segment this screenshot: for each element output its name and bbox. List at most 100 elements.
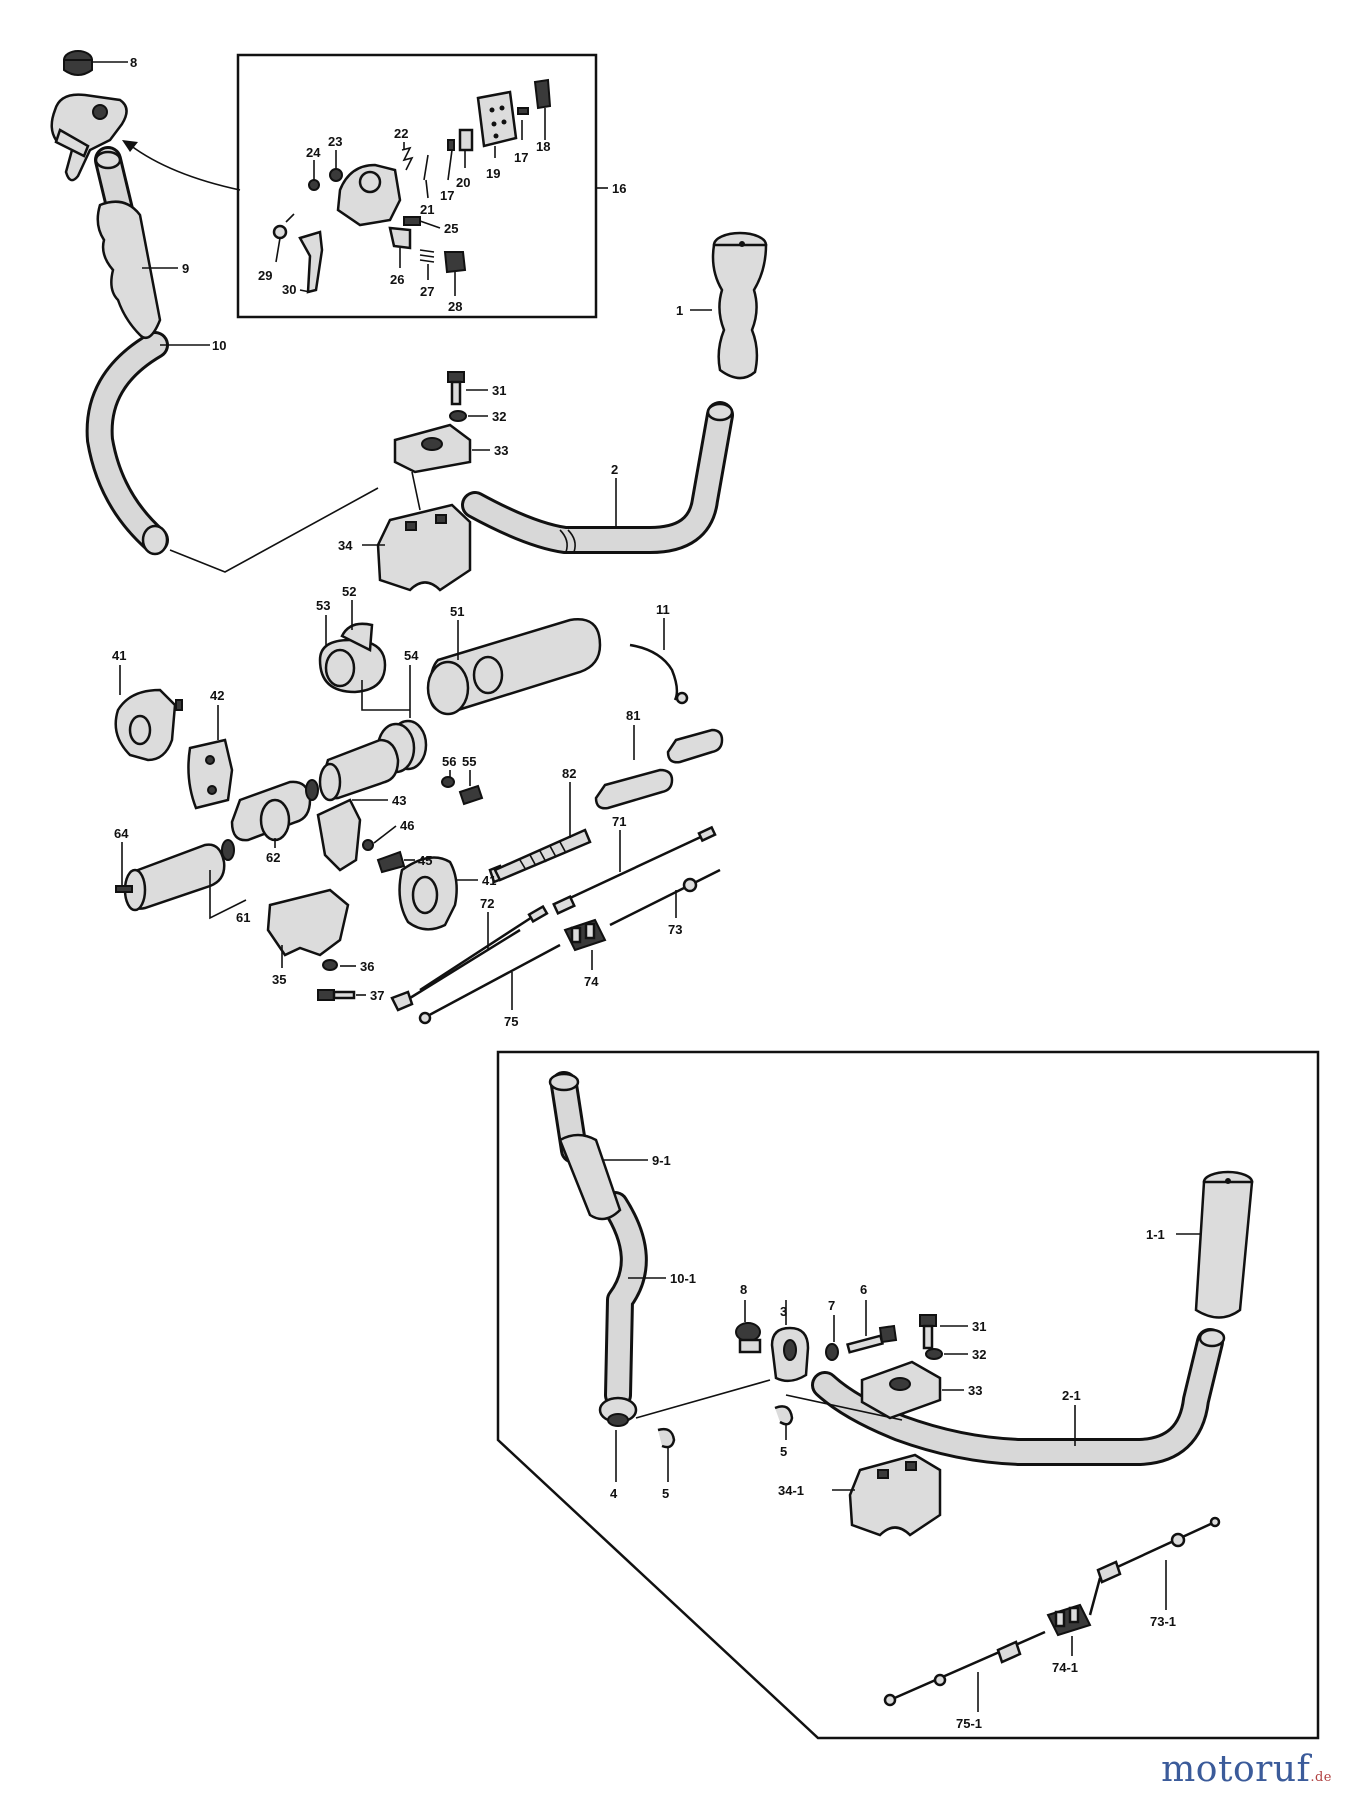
label-74-1: 74-1 — [1052, 1660, 1078, 1675]
label-27: 27 — [420, 284, 434, 299]
label-32b: 32 — [972, 1347, 986, 1362]
part-32-washer — [449, 410, 467, 422]
label-7: 7 — [828, 1298, 835, 1313]
part-74-junction — [563, 918, 607, 952]
label-18: 18 — [536, 139, 550, 154]
label-56: 56 — [442, 754, 456, 769]
inset-parts — [272, 78, 552, 294]
part-37-screw — [317, 989, 356, 1001]
part-1-1-grip — [1194, 1170, 1254, 1319]
part-8-knob — [63, 50, 93, 76]
part-36-washer — [322, 959, 338, 971]
label-41b: 41 — [482, 873, 496, 888]
label-28: 28 — [448, 299, 462, 314]
part-75-1-cable — [883, 1630, 1046, 1707]
label-32: 32 — [492, 409, 506, 424]
label-62: 62 — [266, 850, 280, 865]
part-71-cable — [552, 825, 717, 915]
label-26: 26 — [390, 272, 404, 287]
label-82: 82 — [562, 766, 576, 781]
label-43: 43 — [392, 793, 406, 808]
part-1-grip — [711, 231, 768, 380]
label-22: 22 — [394, 126, 408, 141]
label-55: 55 — [462, 754, 476, 769]
label-61: 61 — [236, 910, 250, 925]
label-36: 36 — [360, 959, 374, 974]
label-75-1: 75-1 — [956, 1716, 982, 1731]
label-34-1: 34-1 — [778, 1483, 804, 1498]
label-64: 64 — [114, 826, 129, 841]
label-73: 73 — [668, 922, 682, 937]
part-labels: 8 9 10 16 18 17 19 20 17 21 22 23 24 25 … — [112, 55, 1176, 1731]
label-6: 6 — [860, 1282, 867, 1297]
label-41a: 41 — [112, 648, 126, 663]
part-41-clamp-upper — [114, 688, 183, 762]
label-16: 16 — [612, 181, 626, 196]
part-35-clamp-bottom — [266, 888, 350, 957]
label-4: 4 — [610, 1486, 618, 1501]
label-1: 1 — [676, 303, 683, 318]
part-5-clip-lower — [657, 1427, 676, 1449]
label-31: 31 — [492, 383, 506, 398]
label-54: 54 — [404, 648, 419, 663]
label-33b: 33 — [968, 1383, 982, 1398]
watermark-brand: motoruf — [1161, 1749, 1311, 1790]
label-45: 45 — [418, 853, 432, 868]
label-17: 17 — [514, 150, 528, 165]
part-34-clamp-base — [376, 503, 472, 592]
part-33-clamp-top-b — [860, 1360, 942, 1420]
label-72: 72 — [480, 896, 494, 911]
label-3: 3 — [780, 1304, 787, 1319]
part-75-cable — [390, 928, 561, 1025]
label-8: 8 — [130, 55, 137, 70]
label-2-1: 2-1 — [1062, 1388, 1081, 1403]
label-75: 75 — [504, 1014, 518, 1029]
part-33-clamp-top — [393, 423, 472, 474]
label-35: 35 — [272, 972, 286, 987]
part-2-handle-tube — [461, 401, 734, 554]
label-9-1: 9-1 — [652, 1153, 671, 1168]
part-3-clamp — [770, 1326, 810, 1383]
label-19: 19 — [486, 166, 500, 181]
label-11: 11 — [656, 602, 670, 617]
label-20: 20 — [456, 175, 470, 190]
part-31-bolt-b — [919, 1314, 937, 1350]
watermark-logo: motoruf.de — [1161, 1749, 1332, 1790]
part-56-washer — [441, 776, 455, 788]
part-46-washer — [362, 839, 374, 851]
part-31-bolt — [447, 371, 465, 406]
part-73-1-cable — [1096, 1516, 1221, 1584]
label-2: 2 — [611, 462, 618, 477]
label-52: 52 — [342, 584, 356, 599]
part-34-1-clamp-base — [848, 1453, 942, 1537]
part-73-cable — [609, 868, 721, 927]
label-21: 21 — [420, 202, 434, 217]
part-81-sleeves — [594, 728, 724, 810]
part-42-clamp-half — [187, 738, 234, 810]
watermark-tld: .de — [1310, 1770, 1332, 1785]
part-8-plug — [735, 1322, 762, 1354]
label-29: 29 — [258, 268, 272, 283]
label-33: 33 — [494, 443, 508, 458]
part-45-screw — [376, 850, 406, 874]
label-71: 71 — [612, 814, 626, 829]
label-10-1: 10-1 — [670, 1271, 696, 1286]
part-52-clamp — [340, 622, 374, 652]
part-5-clip-upper — [774, 1405, 794, 1426]
inset-box-bottom — [496, 1050, 1320, 1740]
label-81: 81 — [626, 708, 640, 723]
part-10-1-handle-tube — [601, 1191, 648, 1409]
label-51: 51 — [450, 604, 464, 619]
part-43-clamp-half — [316, 798, 362, 872]
label-74: 74 — [584, 974, 599, 989]
label-73-1: 73-1 — [1150, 1614, 1176, 1629]
shaft-assembly — [115, 738, 400, 912]
label-46: 46 — [400, 818, 414, 833]
label-8b: 8 — [740, 1282, 747, 1297]
label-10: 10 — [212, 338, 226, 353]
label-17b: 17 — [440, 188, 454, 203]
throttle-housing — [50, 93, 128, 182]
label-34: 34 — [338, 538, 353, 553]
part-32-washer-b — [925, 1348, 943, 1360]
